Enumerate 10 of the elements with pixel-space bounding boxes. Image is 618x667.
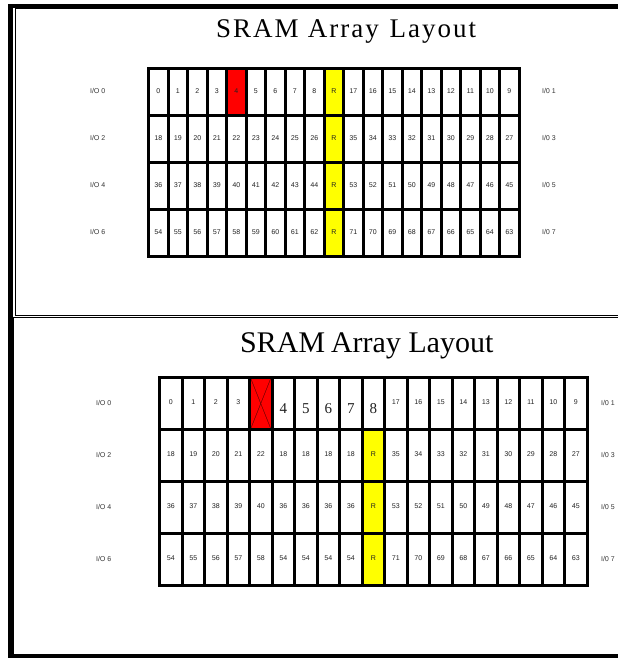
memory-cell: 8 — [364, 379, 383, 428]
memory-cell: 6 — [318, 379, 338, 428]
memory-cell: 5 — [296, 379, 316, 428]
memory-cell: 4 — [274, 379, 293, 428]
crossed-out-cell — [251, 379, 270, 428]
layout-panel — [13, 317, 618, 655]
panel-title: SRAM Array Layout — [216, 13, 478, 43]
memory-cell: 7 — [341, 379, 360, 428]
layout-panel — [15, 8, 618, 316]
panel-title: SRAM Array Layout — [240, 326, 494, 359]
